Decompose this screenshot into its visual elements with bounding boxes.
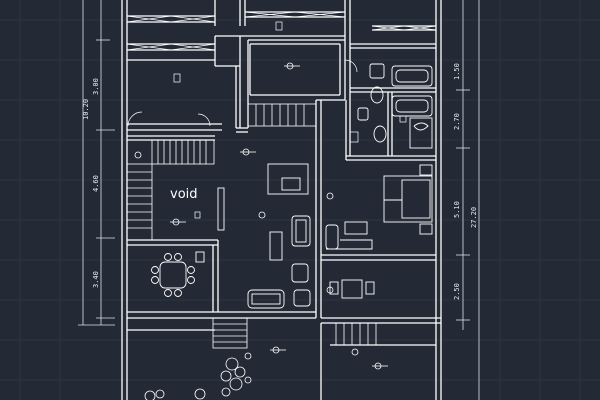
plant-icons [144,352,252,400]
dim-left-3: 3.40 [92,271,100,288]
room-label-void: void [170,187,198,202]
dining-table-icon [151,251,205,297]
dim-left-total: 10.20 [82,99,90,120]
door-tags [127,21,407,219]
staircase-upper [247,103,317,127]
left-dimension-lines [78,0,115,326]
hatched-beams [126,11,437,51]
bathroom-fixtures-icon [357,63,433,149]
walls [121,0,442,400]
dim-right-2: 2.70 [453,113,461,130]
dim-right-total: 27.20 [470,207,478,228]
dim-right-1: 1.50 [453,63,461,80]
dim-right-3: 5.10 [453,201,461,218]
sofa-set-icon [217,163,311,309]
right-dimension-lines [456,0,480,400]
staircase-bottom [212,317,377,349]
elevation-markers [134,62,388,370]
dim-left-1: 3.00 [92,78,100,95]
bed-icon [325,164,433,250]
dim-left-2: 4.60 [92,175,100,192]
dim-right-4: 2.50 [453,283,461,300]
staircase-main [126,139,215,241]
small-table-icon [329,279,375,299]
